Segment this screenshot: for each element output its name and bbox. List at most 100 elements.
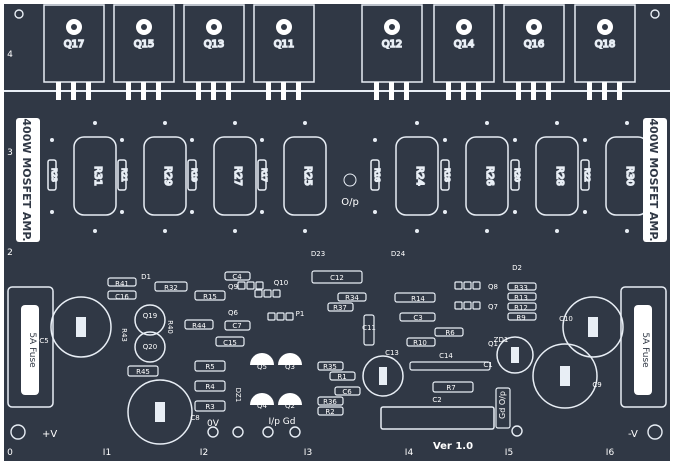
cap-c1 bbox=[496, 336, 534, 374]
trans-q20 bbox=[134, 331, 166, 363]
plus-v-label: +V bbox=[42, 429, 57, 440]
col-mark-1: I2 bbox=[200, 448, 208, 458]
transistor-q12: Q12 bbox=[382, 39, 403, 50]
label-c2-437: C2 bbox=[432, 396, 441, 404]
row-mark-3: 0 bbox=[7, 448, 13, 458]
label-r9: R9 bbox=[516, 314, 525, 322]
resistor-r26: R26 bbox=[484, 166, 495, 186]
resistor-r29: R29 bbox=[162, 166, 173, 186]
title-box-right bbox=[643, 118, 667, 242]
label-r10: R10 bbox=[413, 339, 427, 347]
trans-q19 bbox=[134, 304, 166, 336]
label-q10-281: Q10 bbox=[274, 279, 288, 287]
label-r15: R15 bbox=[203, 293, 217, 301]
col-mark-5: I6 bbox=[606, 448, 615, 458]
label-r35: R35 bbox=[323, 363, 337, 371]
label-c7: C7 bbox=[232, 322, 241, 330]
zero-v-label: 0V bbox=[207, 419, 220, 429]
label-d24-398: D24 bbox=[391, 250, 406, 258]
label-dz1: DZ1 bbox=[234, 388, 242, 403]
resistor-r25: R25 bbox=[302, 166, 313, 186]
label-c16: C16 bbox=[115, 293, 129, 301]
output-ground-label: Gd O/p bbox=[498, 391, 507, 419]
label-c13-392: C13 bbox=[385, 349, 399, 357]
cap-c5 bbox=[50, 296, 112, 358]
resistor-r31: R31 bbox=[92, 166, 103, 186]
label-q20-150: Q20 bbox=[143, 343, 157, 351]
label-p1-300: P1 bbox=[296, 310, 305, 318]
row-mark-1: 3 bbox=[7, 148, 13, 158]
label-c1-488: C1 bbox=[483, 361, 492, 369]
label-r44: R44 bbox=[192, 322, 206, 330]
resistor-r27: R27 bbox=[232, 166, 243, 186]
label-r14: R14 bbox=[411, 295, 425, 303]
label-q7-493: Q7 bbox=[488, 303, 498, 311]
label-r33: R33 bbox=[514, 284, 528, 292]
label-r36: R36 bbox=[323, 398, 337, 406]
version-label: Ver 1.0 bbox=[433, 441, 473, 452]
label-d1-146: D1 bbox=[141, 273, 151, 281]
label-r34: R34 bbox=[345, 294, 359, 302]
label-c4: C4 bbox=[232, 273, 242, 281]
resistor-r21: R21 bbox=[120, 168, 128, 182]
transistor-q18: Q18 bbox=[595, 39, 616, 50]
label-r37: R37 bbox=[333, 304, 347, 312]
row-mark-0: 4 bbox=[7, 50, 13, 60]
label-c9-597: C9 bbox=[592, 381, 601, 389]
transistor-q13: Q13 bbox=[204, 39, 225, 50]
label-c3: C3 bbox=[413, 314, 422, 322]
fuse-right-label: 5A Fuse bbox=[640, 332, 650, 368]
label-r3: R3 bbox=[205, 403, 214, 411]
resistor-r24: R24 bbox=[414, 166, 425, 186]
label-r2: R2 bbox=[325, 408, 334, 416]
resistor-r19: R19 bbox=[190, 168, 198, 182]
minus-v-label: -V bbox=[628, 429, 638, 440]
resistor-r18: R18 bbox=[443, 168, 451, 182]
label-c15: C15 bbox=[223, 339, 237, 347]
resistor-r20: R20 bbox=[513, 168, 521, 182]
label-q19-150: Q19 bbox=[143, 312, 157, 320]
resistor-r17: R17 bbox=[260, 168, 268, 182]
transistor-q17: Q17 bbox=[64, 39, 85, 50]
cap-c10 bbox=[562, 296, 624, 358]
title-box-left bbox=[16, 118, 40, 242]
title-left: 400W MOSFET AMP. bbox=[20, 118, 33, 241]
col-mark-3: I4 bbox=[405, 448, 414, 458]
label-r43: R43 bbox=[120, 328, 128, 342]
label-r40: R40 bbox=[166, 320, 174, 334]
cap-c9 bbox=[532, 343, 598, 409]
label-q4-262: Q4 bbox=[257, 402, 268, 410]
col-mark-2: I3 bbox=[304, 448, 312, 458]
row-mark-2: 2 bbox=[7, 248, 13, 258]
transistor-q14: Q14 bbox=[454, 39, 475, 50]
label-r1: R1 bbox=[337, 373, 346, 381]
label-q6-233: Q6 bbox=[228, 309, 239, 317]
label-r7: R7 bbox=[446, 384, 455, 392]
output-label: O/p bbox=[341, 197, 359, 208]
label-r6: R6 bbox=[445, 329, 455, 337]
label-r41: R41 bbox=[115, 280, 129, 288]
label-q2-290: Q2 bbox=[285, 402, 295, 410]
input-ground-label: I/p Gd bbox=[269, 417, 296, 427]
label-d2-517: D2 bbox=[512, 264, 522, 272]
cap-c8 bbox=[127, 379, 193, 445]
label-c14: C14 bbox=[439, 352, 453, 360]
transistor-q11: Q11 bbox=[274, 39, 295, 50]
label-c12: C12 bbox=[330, 274, 344, 282]
title-right: 400W MOSFET AMP. bbox=[647, 118, 660, 241]
label-r13: R13 bbox=[514, 294, 528, 302]
label-r12: R12 bbox=[514, 304, 528, 312]
label-q9-233: Q9 bbox=[228, 283, 238, 291]
label-q8-493: Q8 bbox=[488, 283, 498, 291]
resistor-r23: R23 bbox=[50, 168, 58, 182]
cap-c13 bbox=[362, 355, 404, 397]
resistor-r28: R28 bbox=[554, 166, 565, 186]
label-q5-262: Q5 bbox=[257, 363, 267, 371]
label-zd1-501: ZD1 bbox=[494, 336, 509, 344]
col-mark-4: I5 bbox=[505, 448, 513, 458]
pcb-board bbox=[4, 4, 670, 461]
label-r5: R5 bbox=[205, 363, 214, 371]
resistor-r30: R30 bbox=[624, 166, 635, 186]
resistor-r22: R22 bbox=[583, 168, 591, 182]
